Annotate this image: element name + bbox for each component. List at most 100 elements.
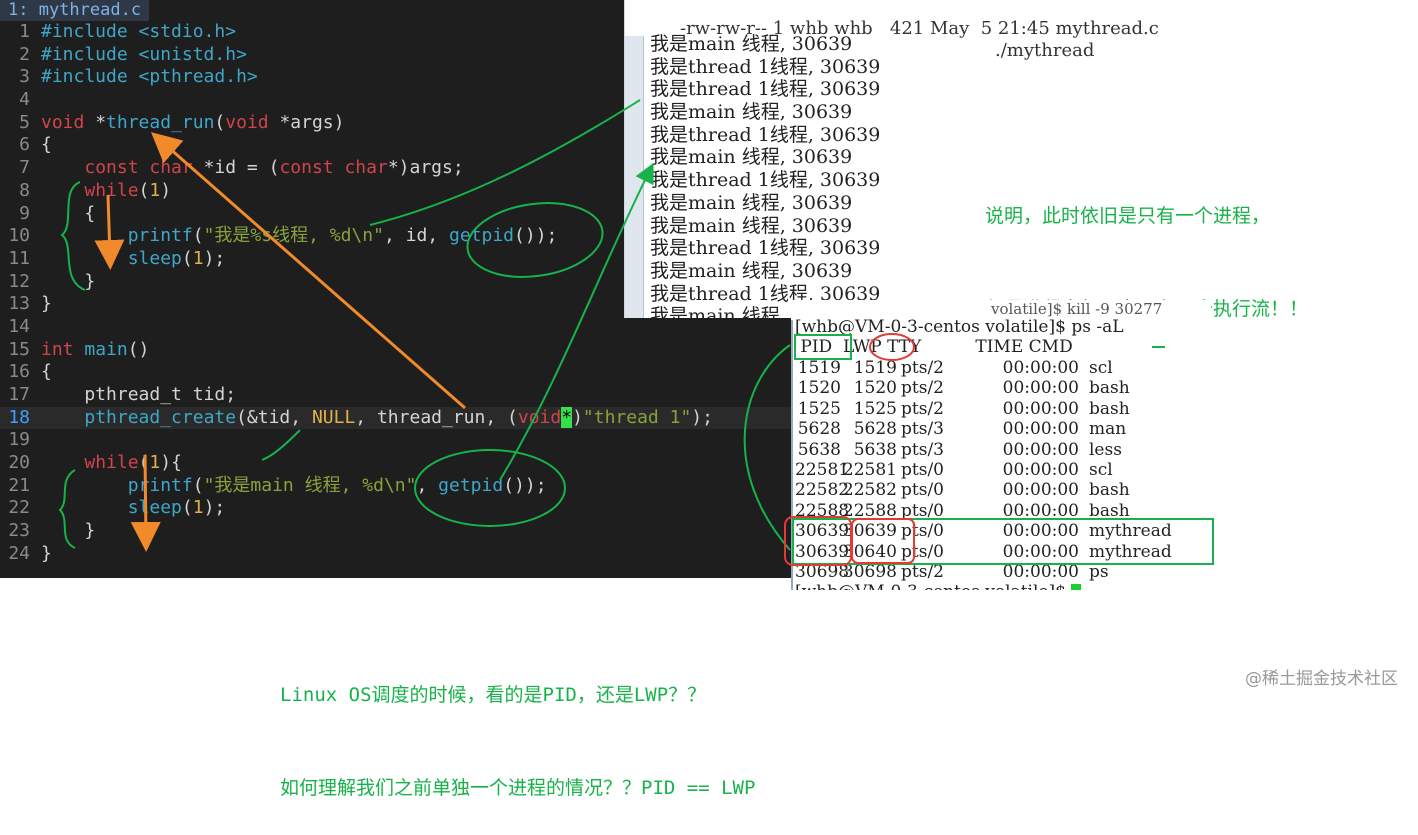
code-token: { (41, 202, 96, 224)
code-line[interactable]: 9 { (0, 203, 835, 226)
line-number: 10 (8, 225, 30, 247)
code-token: , thread_run, ( (355, 406, 518, 428)
ps-cmd: bash (1089, 398, 1130, 419)
note-question: Linux OS调度的时候，看的是PID，还是LWP？？ 如何理解我们之前单独一… (280, 618, 755, 835)
line-number: 11 (8, 247, 30, 269)
line-number: 23 (8, 520, 30, 542)
ps-tty: pts/2 (901, 358, 944, 378)
ps-lwp: 22581 (842, 460, 897, 480)
code-token: } (41, 270, 96, 292)
code-line[interactable]: 20 while(1){ (0, 452, 835, 475)
code-token: 1 (192, 497, 204, 519)
line-number: 16 (8, 361, 30, 383)
code-line[interactable]: 18 pthread_create(&tid, NULL, thread_run… (0, 406, 835, 430)
last-prompt: [whb@VM-0-3-centos volatile]$ (795, 582, 1082, 590)
note-question-line1: Linux OS调度的时候，看的是PID，还是LWP？？ (280, 684, 707, 706)
code-token: int (41, 338, 74, 360)
code-token: #include <unistd.h> (41, 43, 247, 65)
ps-cmd: scl (1089, 358, 1113, 378)
line-number: 14 (8, 315, 30, 337)
code-token: ( (192, 474, 204, 496)
code-token: , id, (383, 225, 449, 247)
code-line[interactable]: 17 pthread_t tid; (0, 384, 835, 407)
code-line[interactable]: 3#include <pthread.h> (0, 66, 835, 89)
ps-pid: 30698 (795, 562, 850, 582)
terminal-scrollbar[interactable] (625, 36, 644, 318)
code-line[interactable]: 2#include <unistd.h> (0, 44, 835, 67)
code-line[interactable]: 22 sleep(1); (0, 497, 835, 520)
code-token: void (225, 111, 269, 133)
code-token: 1 (149, 452, 161, 474)
ps-tty: pts/2 (901, 398, 944, 419)
ps-cmd: bash (1089, 378, 1130, 399)
ps-pid: 22582 (795, 480, 850, 501)
ps-pid: 30639 (795, 541, 850, 562)
code-line[interactable]: 13} (0, 293, 835, 316)
output-line: 我是thread 1线程, 30639 (650, 78, 881, 101)
terminal-ps[interactable]: volatile]$ kill -9 30277 [whb@VM-0-3-cen… (791, 300, 1211, 590)
ps-pid: 1519 (797, 358, 841, 378)
ps-tty: pts/0 (901, 521, 944, 542)
code-token: ( (192, 225, 204, 247)
ps-cmd: scl (1089, 460, 1113, 480)
line-number: 9 (19, 202, 30, 224)
ls-output-line: -rw-rw-r-- 1 whb whb 421 May 5 21:45 myt… (680, 18, 1159, 39)
code-line[interactable]: 4 (0, 89, 835, 112)
ps-lwp: 1519 (853, 358, 897, 378)
line-number: 20 (8, 452, 30, 474)
output-line: 我是thread 1线程, 30639 (650, 237, 881, 260)
code-line[interactable]: 23 } (0, 520, 835, 543)
ps-pid: 22581 (795, 460, 850, 480)
code-token: const char (84, 157, 193, 179)
code-token: printf (127, 225, 193, 247)
code-area[interactable]: 1#include <stdio.h>2#include <unistd.h>3… (0, 21, 835, 566)
code-token (41, 452, 84, 473)
code-token (41, 225, 128, 246)
code-line[interactable]: 6{ (0, 134, 835, 157)
code-token: ( (214, 111, 226, 133)
output-line: 我是thread 1线程, 30639 (650, 282, 881, 305)
code-line[interactable]: 14 (0, 316, 835, 339)
code-token: void (517, 406, 562, 428)
code-token: ) (160, 179, 172, 201)
code-token: ( (138, 179, 150, 201)
code-line[interactable]: 12 } (0, 271, 835, 294)
ps-time: 00:00:00 (1002, 398, 1079, 419)
editor-tab[interactable]: 1: mythread.c (0, 0, 150, 21)
code-token: while (84, 452, 139, 474)
line-number: 12 (8, 270, 30, 292)
code-line[interactable]: 19 (0, 429, 835, 452)
code-token: const char (279, 157, 388, 179)
code-line[interactable]: 21 printf("我是main 线程, %d\n", getpid()); (0, 475, 835, 498)
code-token: ); (203, 247, 226, 269)
ps-time: 00:00:00 (1002, 500, 1079, 521)
watermark: @稀土掘金技术社区 (1245, 669, 1398, 689)
ps-lwp: 1525 (853, 398, 897, 419)
code-token: pthread_create (84, 406, 237, 428)
output-line: 我是main 线程, 30639 (650, 33, 853, 55)
output-line: 我是thread 1线程, 30639 (650, 55, 881, 78)
ps-time: 00:00:00 (1002, 562, 1079, 582)
code-token: "我是main 线程, %d\n" (203, 474, 417, 496)
ps-time: 00:00:00 (1002, 480, 1079, 501)
ps-cmd: ps (1089, 562, 1109, 582)
code-token: #include <stdio.h> (41, 21, 237, 42)
ps-lwp: 22588 (842, 500, 897, 521)
code-token: main (84, 338, 128, 360)
code-token: * (84, 111, 107, 133)
code-token: #include <pthread.h> (41, 66, 258, 88)
code-token: "thread 1" (582, 406, 692, 428)
code-line[interactable]: 24} (0, 543, 835, 566)
code-line[interactable]: 1#include <stdio.h> (0, 21, 835, 44)
ps-pid: 30639 (795, 521, 850, 542)
code-line[interactable]: 16{ (0, 361, 835, 384)
